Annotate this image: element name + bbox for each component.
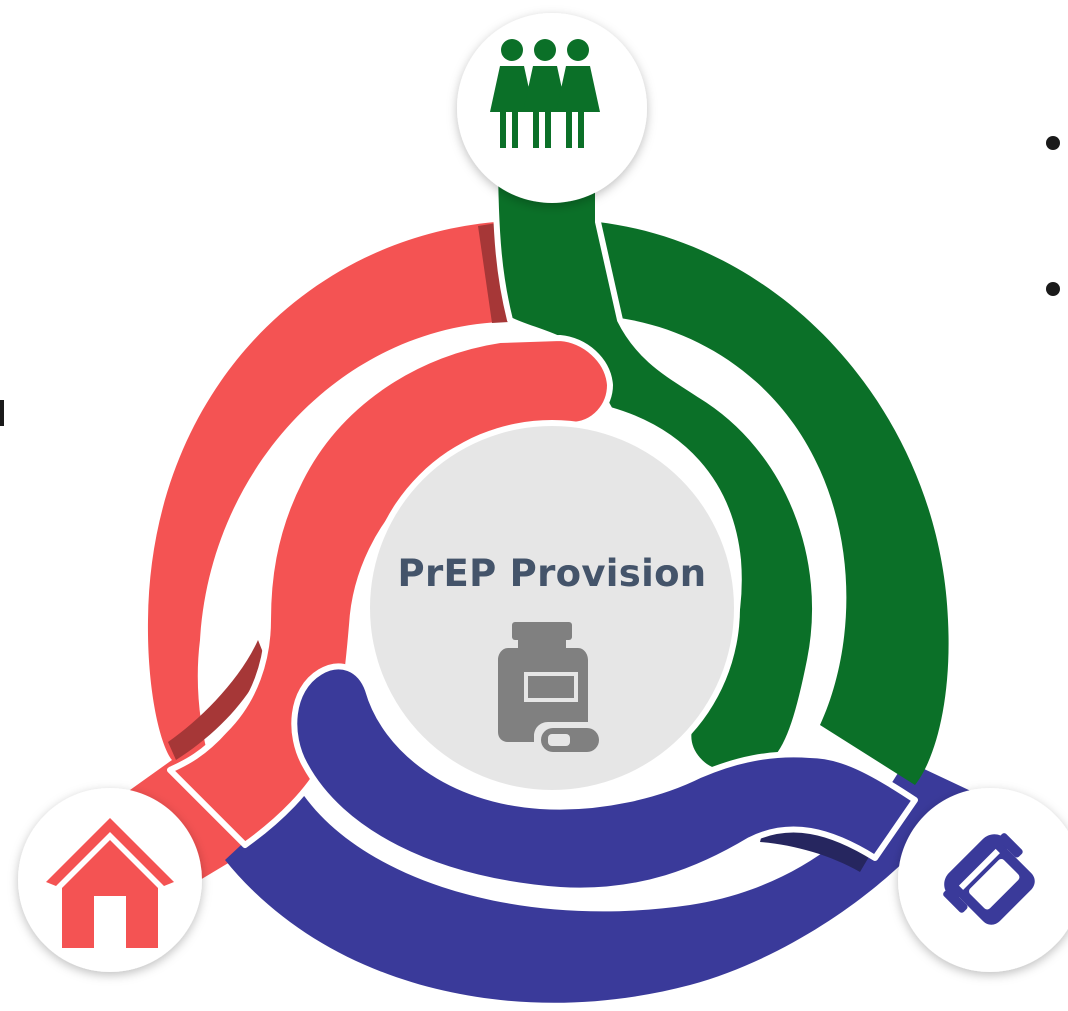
bullet-point-1 (1046, 136, 1060, 150)
green-outer-arc (598, 222, 949, 785)
red-outer-arc (130, 222, 500, 880)
home-icon (46, 818, 174, 948)
center-title: PrEP Provision (397, 552, 707, 595)
blue-inner-arm (291, 663, 918, 894)
telehealth-node (898, 788, 1068, 972)
women-group-icon (490, 39, 600, 148)
home-node (18, 788, 202, 972)
bullet-point-2 (1046, 282, 1060, 296)
community-node (457, 13, 647, 203)
telephone-icon (943, 833, 1035, 925)
red-crease-bottom (168, 640, 266, 760)
cropped-text-fragment (0, 400, 4, 426)
medicine-bottle-icon (498, 622, 602, 755)
blue-outer-arc (225, 760, 990, 1003)
red-crease-top (478, 223, 510, 323)
blue-crease (760, 822, 870, 872)
center-circle-fill (370, 426, 734, 790)
